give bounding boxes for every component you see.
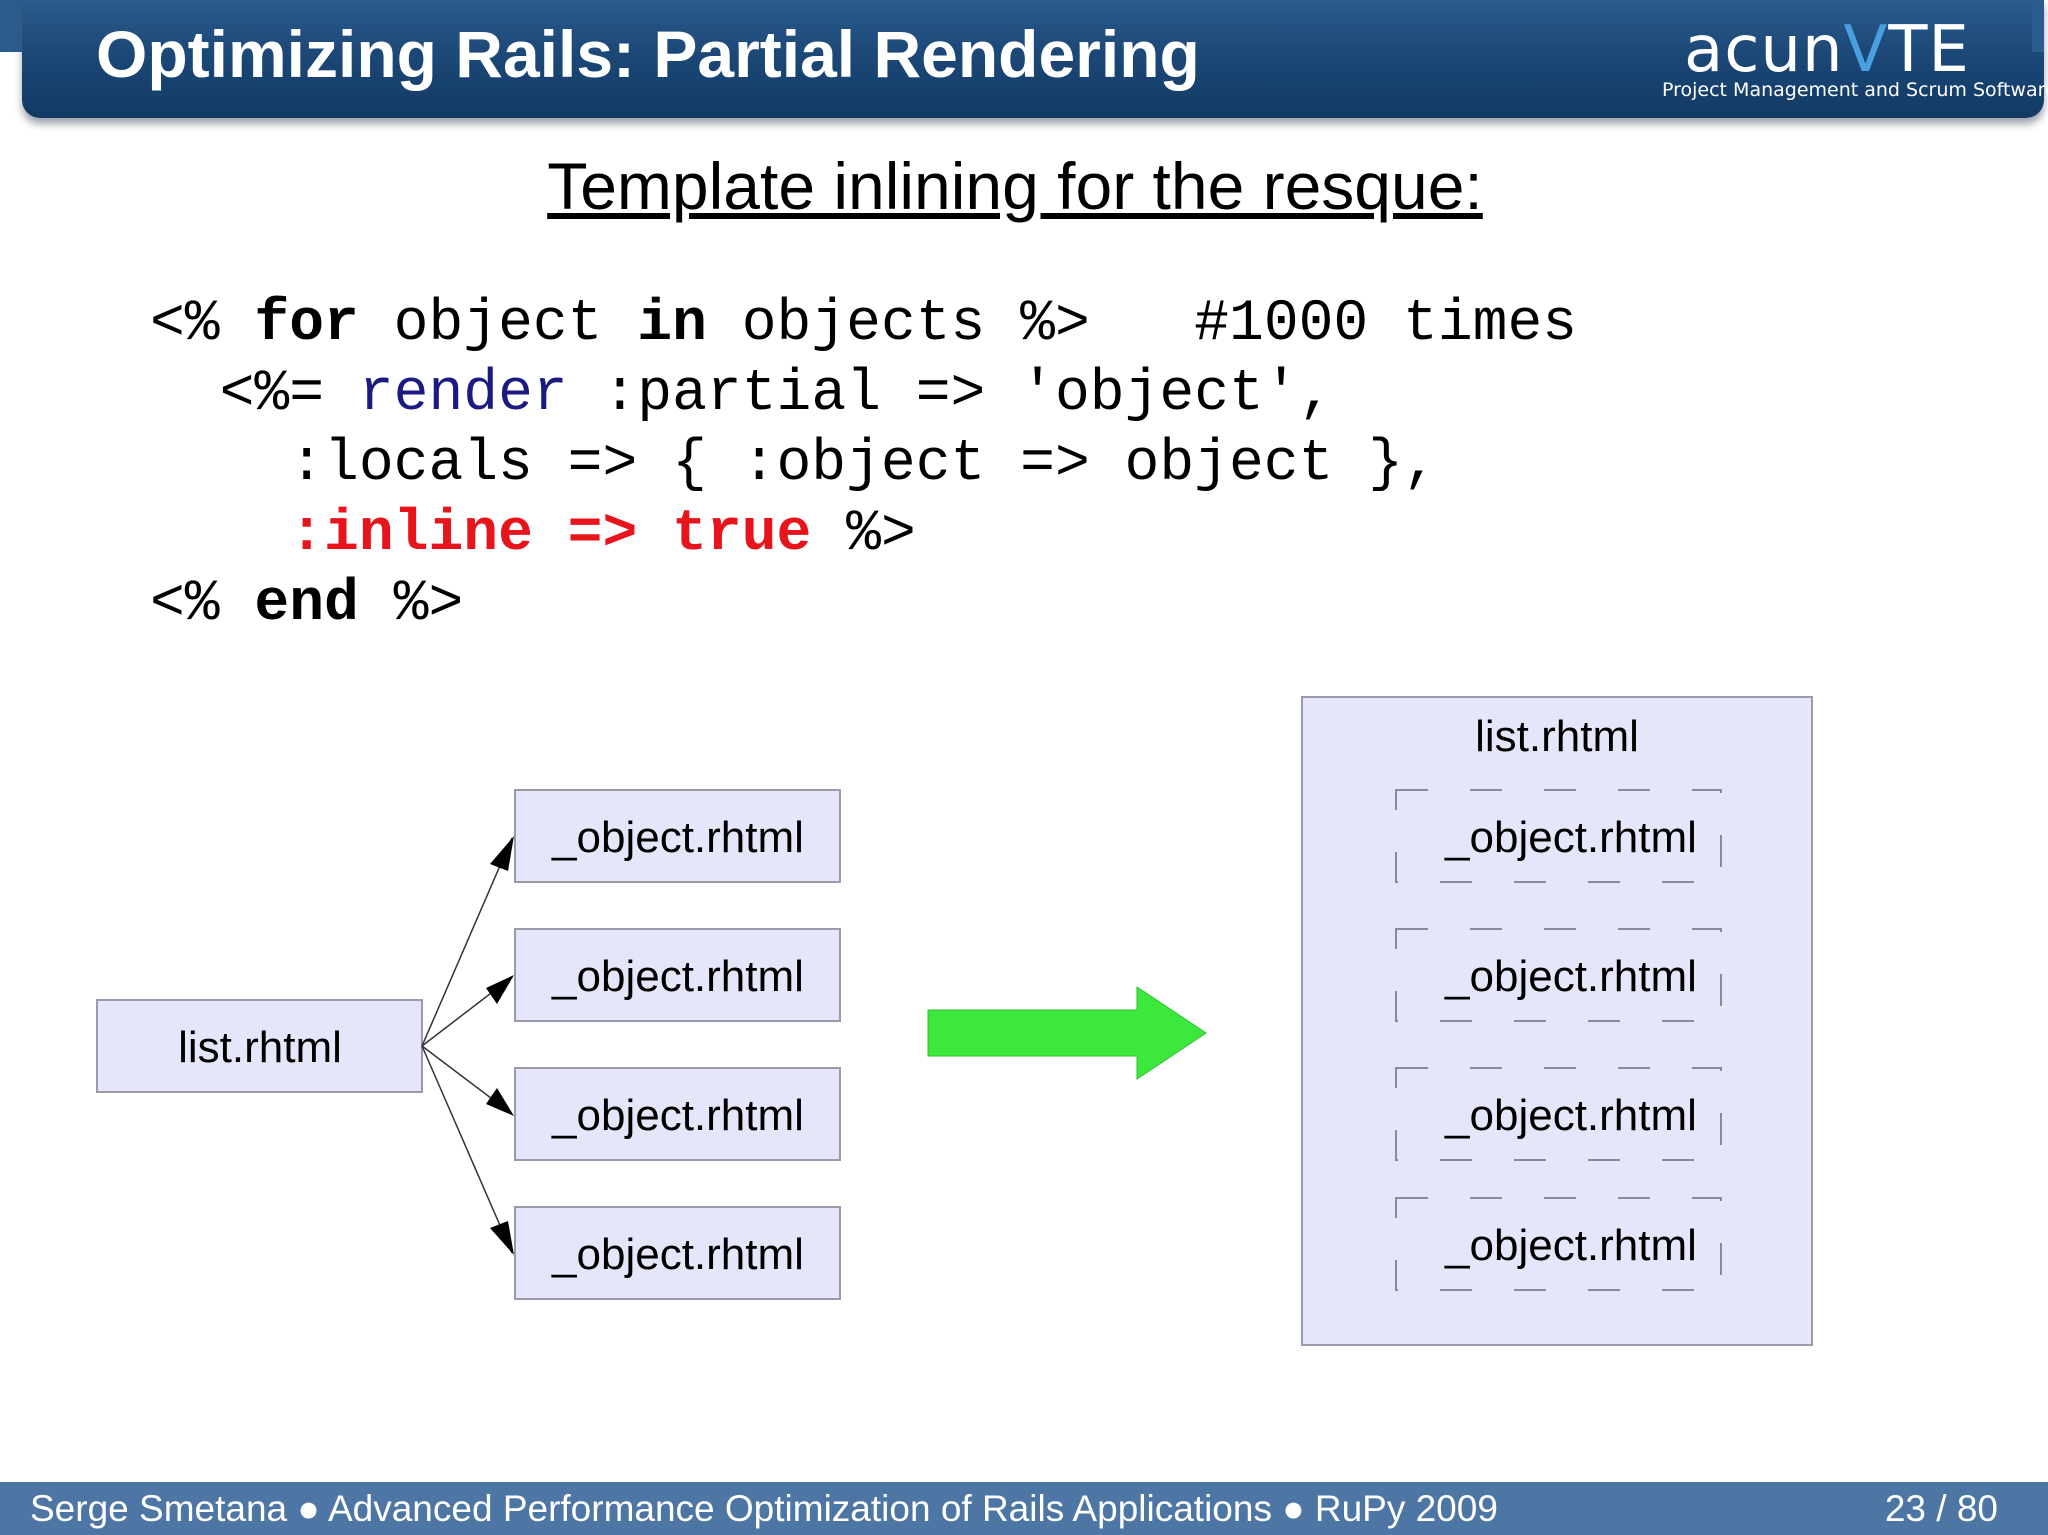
code-highlight-inline: :inline => true — [289, 502, 812, 567]
code-token: <%= — [150, 362, 359, 427]
partial-box-label: _object.rhtml — [551, 952, 804, 1001]
inlined-partial-box: _object.rhtml — [1395, 1197, 1722, 1291]
source-box: list.rhtml — [96, 999, 423, 1093]
connector-lines — [421, 837, 513, 1254]
partial-box: _object.rhtml — [514, 1067, 841, 1161]
inlined-partial-box: _object.rhtml — [1395, 1067, 1722, 1161]
code-line-2: <%= render :partial => 'object', — [150, 362, 1334, 427]
arrowhead-icon — [490, 1221, 514, 1255]
logo-wordmark: acunVTE — [1684, 14, 1970, 86]
code-token: <% — [150, 292, 255, 357]
slide-footer: Serge Smetana ● Advanced Performance Opt… — [0, 1482, 2048, 1535]
code-line-1: <% for object in objects %> #1000 times — [150, 292, 1577, 357]
slide-header: Optimizing Rails: Partial Rendering acun… — [22, 0, 2048, 118]
code-line-4: :inline => true %> — [150, 502, 916, 567]
code-line-3: :locals => { :object => object }, — [150, 432, 1438, 497]
inlined-partial-box: _object.rhtml — [1395, 928, 1722, 1022]
acunote-logo: acunVTE Project Management and Scrum Sof… — [1658, 14, 2048, 106]
code-function-render: render — [358, 362, 568, 427]
connector-arrowheads — [486, 836, 514, 1255]
code-keyword-end: end — [254, 572, 359, 637]
inlined-partial-label: _object.rhtml — [1444, 952, 1697, 1001]
code-token: %> — [358, 572, 464, 637]
header-right-tab — [2032, 0, 2044, 52]
partial-box-label: _object.rhtml — [551, 1230, 804, 1279]
footer-text: Serge Smetana ● Advanced Performance Opt… — [30, 1488, 1498, 1529]
inlined-partial-label: _object.rhtml — [1444, 1091, 1697, 1140]
slide-subtitle: Template inlining for the resque: — [547, 149, 1483, 223]
code-token: :partial => 'object', — [567, 362, 1334, 427]
result-container: list.rhtml — [1301, 696, 1813, 1346]
code-keyword-in: in — [637, 292, 707, 357]
partial-box-label: _object.rhtml — [551, 813, 804, 862]
connector-line — [421, 837, 513, 1047]
code-token: <% — [150, 572, 255, 637]
code-token: %> — [811, 502, 916, 567]
code-line-5: <% end %> — [150, 572, 463, 637]
code-token: object — [358, 292, 638, 357]
inlined-partial-label: _object.rhtml — [1444, 1221, 1697, 1270]
slide-title: Optimizing Rails: Partial Rendering — [96, 17, 1200, 91]
inlined-partial-box: _object.rhtml — [1395, 789, 1722, 883]
connector-line — [421, 1045, 513, 1254]
header-left-tab — [0, 0, 24, 52]
transform-arrow-icon — [927, 986, 1207, 1080]
logo-tagline: Project Management and Scrum Software — [1662, 79, 2048, 101]
source-box-label: list.rhtml — [178, 1023, 342, 1072]
code-keyword-for: for — [254, 292, 359, 357]
logo-checkmark-icon: V — [1843, 13, 1889, 87]
page-number: 23 / 80 — [1884, 1488, 1998, 1529]
arrowhead-icon — [486, 1088, 514, 1116]
code-block: <% for object in objects %> #1000 times … — [150, 290, 1577, 640]
logo-word-end: TE — [1888, 13, 1970, 87]
logo-word-start: acun — [1684, 13, 1844, 87]
code-token: objects %> #1000 times — [706, 292, 1578, 357]
result-container-label: list.rhtml — [1475, 712, 1639, 761]
partial-box: _object.rhtml — [514, 789, 841, 883]
arrowhead-icon — [490, 836, 514, 871]
arrowhead-icon — [486, 975, 514, 1004]
partial-box-label: _object.rhtml — [551, 1091, 804, 1140]
partial-box: _object.rhtml — [514, 928, 841, 1022]
inlined-partial-label: _object.rhtml — [1444, 813, 1697, 862]
partial-box: _object.rhtml — [514, 1206, 841, 1300]
